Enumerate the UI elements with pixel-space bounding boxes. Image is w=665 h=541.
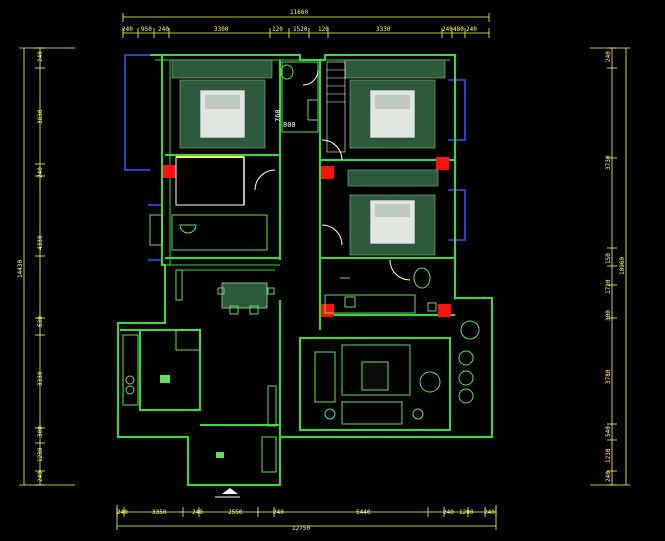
bottom-dim-seg: 240 bbox=[117, 509, 128, 516]
door-swings bbox=[254, 69, 411, 281]
entry-arrow-icon bbox=[222, 488, 238, 494]
bathroom: 760 800 bbox=[274, 61, 346, 153]
left-dim-seg: 3330 bbox=[37, 371, 44, 386]
left-dim-seg: 1230 bbox=[37, 447, 44, 462]
top-total-dim: 11660 bbox=[290, 9, 308, 16]
bedroom-top-right bbox=[344, 59, 446, 149]
right-dim-seg: 240 bbox=[605, 471, 612, 482]
utility-room bbox=[324, 267, 437, 314]
top-dim-seg: 3330 bbox=[376, 26, 391, 33]
bottom-dim-seg: 240 bbox=[273, 509, 284, 516]
top-dimension-chain: 11660 240 950 240 3300 120 1520 120 3330… bbox=[122, 9, 490, 38]
study-room bbox=[149, 156, 268, 251]
column bbox=[321, 304, 334, 317]
right-dim-seg: 150 bbox=[605, 253, 612, 264]
right-dim-seg: 240 bbox=[605, 51, 612, 62]
left-dim-seg: 240 bbox=[37, 471, 44, 482]
structural-columns bbox=[163, 157, 451, 317]
top-dim-seg: 240 bbox=[158, 26, 169, 33]
top-dim-seg: 240 bbox=[442, 26, 453, 33]
dining-area bbox=[175, 269, 275, 315]
kitchen bbox=[122, 329, 201, 406]
column bbox=[163, 165, 176, 178]
column bbox=[321, 166, 334, 179]
left-dim-seg: 4330 bbox=[37, 235, 44, 250]
right-dim-seg: 3730 bbox=[605, 155, 612, 170]
top-dim-seg: 480 bbox=[453, 26, 464, 33]
door-dim-800: 800 bbox=[283, 121, 296, 129]
exterior-walls bbox=[117, 54, 493, 486]
interior-walls bbox=[120, 60, 455, 437]
top-dim-seg: 1520 bbox=[293, 26, 308, 33]
left-dim-seg: 630 bbox=[37, 316, 44, 327]
living-room bbox=[314, 344, 441, 425]
bottom-total-dim: 12750 bbox=[292, 525, 310, 532]
left-dim-seg: 240 bbox=[37, 167, 44, 178]
bottom-dim-seg: 3350 bbox=[152, 509, 167, 516]
top-dim-seg: 240 bbox=[466, 26, 477, 33]
top-dim-seg: 3300 bbox=[214, 26, 229, 33]
bedroom-top-left bbox=[171, 59, 273, 149]
left-dim-seg: 3830 bbox=[37, 109, 44, 124]
top-dim-seg: 120 bbox=[272, 26, 283, 33]
bottom-dim-seg: 1200 bbox=[459, 509, 474, 516]
left-dim-seg: 300 bbox=[37, 426, 44, 437]
bottom-dim-seg: 240 bbox=[484, 509, 495, 516]
bottom-dim-seg: 240 bbox=[192, 509, 203, 516]
left-dimension-chain: 240 3830 240 4330 630 3330 300 1230 240 … bbox=[17, 47, 75, 486]
right-dim-seg: 540 bbox=[605, 426, 612, 437]
right-dim-seg: 1230 bbox=[605, 448, 612, 463]
column bbox=[438, 304, 451, 317]
top-dim-seg: 950 bbox=[141, 26, 152, 33]
column bbox=[436, 157, 449, 170]
top-dim-seg: 240 bbox=[122, 26, 133, 33]
bedroom-middle-right bbox=[347, 169, 439, 256]
right-dim-seg: 3780 bbox=[605, 369, 612, 384]
bottom-dim-seg: 2550 bbox=[228, 509, 243, 516]
top-dim-seg: 120 bbox=[318, 26, 329, 33]
door-dim-760: 760 bbox=[274, 109, 282, 122]
right-sub-dim: 10960 bbox=[619, 257, 626, 275]
left-total-dim: 14430 bbox=[17, 260, 24, 278]
bottom-dim-seg: 240 bbox=[443, 509, 454, 516]
bottom-dim-seg: 5440 bbox=[356, 509, 371, 516]
right-dim-seg: 1720 bbox=[605, 279, 612, 294]
balcony bbox=[458, 320, 480, 404]
entrance bbox=[215, 385, 277, 498]
left-dim-seg: 240 bbox=[37, 51, 44, 62]
right-dimension-chain: 240 3730 150 1720 300 3780 540 1230 240 … bbox=[590, 47, 630, 486]
right-dim-seg: 300 bbox=[605, 310, 612, 321]
bottom-dimension-chain: 240 3350 240 2550 240 5440 240 1200 240 … bbox=[116, 505, 497, 532]
